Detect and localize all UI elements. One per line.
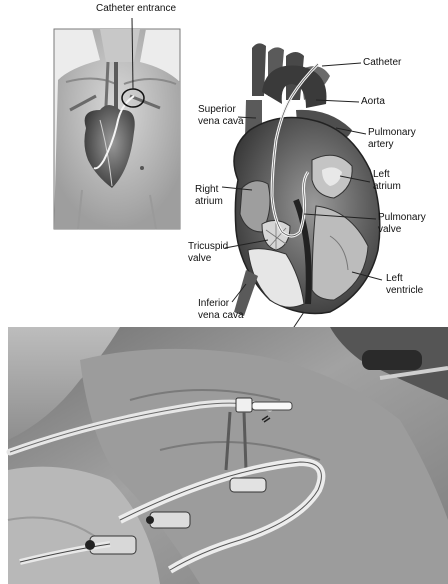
pulmonary-valve-label-line2: valve (378, 224, 426, 236)
right-atrium-label-line1: Right (195, 184, 223, 196)
torso-illustration (54, 29, 180, 229)
catheter-leader (322, 63, 361, 66)
left-ventricle-label-line2: ventricle (386, 285, 423, 297)
clinical-photo (8, 327, 448, 584)
pulmonary-valve-label-line1: Pulmonary (378, 212, 426, 224)
left-ventricle-label: Left ventricle (386, 273, 423, 297)
tricuspid-valve-label-line2: valve (188, 253, 228, 265)
tricuspid-valve-label: Tricuspid valve (188, 241, 228, 265)
pulmonary-artery-label-line1: Pulmonary (368, 127, 416, 139)
left-atrium-label-line2: atrium (373, 181, 401, 193)
pulmonary-valve-label: Pulmonary valve (378, 212, 426, 236)
left-ventricle-label-line1: Left (386, 273, 423, 285)
pulmonary-artery-label: Pulmonary artery (368, 127, 416, 151)
superior-vena-cava-label: Superior vena cava (198, 104, 244, 128)
tricuspid-valve-label-line1: Tricuspid (188, 241, 228, 253)
aorta-label: Aorta (361, 96, 385, 108)
superior-vena-cava-label-line2: vena cava (198, 116, 244, 128)
left-atrium-label-line1: Left (373, 169, 401, 181)
left-atrium-label: Left atrium (373, 169, 401, 193)
catheter-entrance-label: Catheter entrance (96, 3, 176, 15)
inferior-vena-cava-label-line2: vena cava (198, 310, 244, 322)
right-atrium-label-line2: atrium (195, 196, 223, 208)
inferior-vena-cava-label: Inferior vena cava (198, 298, 244, 322)
pulmonary-artery-label-line2: artery (368, 139, 416, 151)
superior-vena-cava-label-line1: Superior (198, 104, 244, 116)
inferior-vena-cava-label-line1: Inferior (198, 298, 244, 310)
catheter-label: Catheter (363, 57, 401, 69)
right-atrium-label: Right atrium (195, 184, 223, 208)
